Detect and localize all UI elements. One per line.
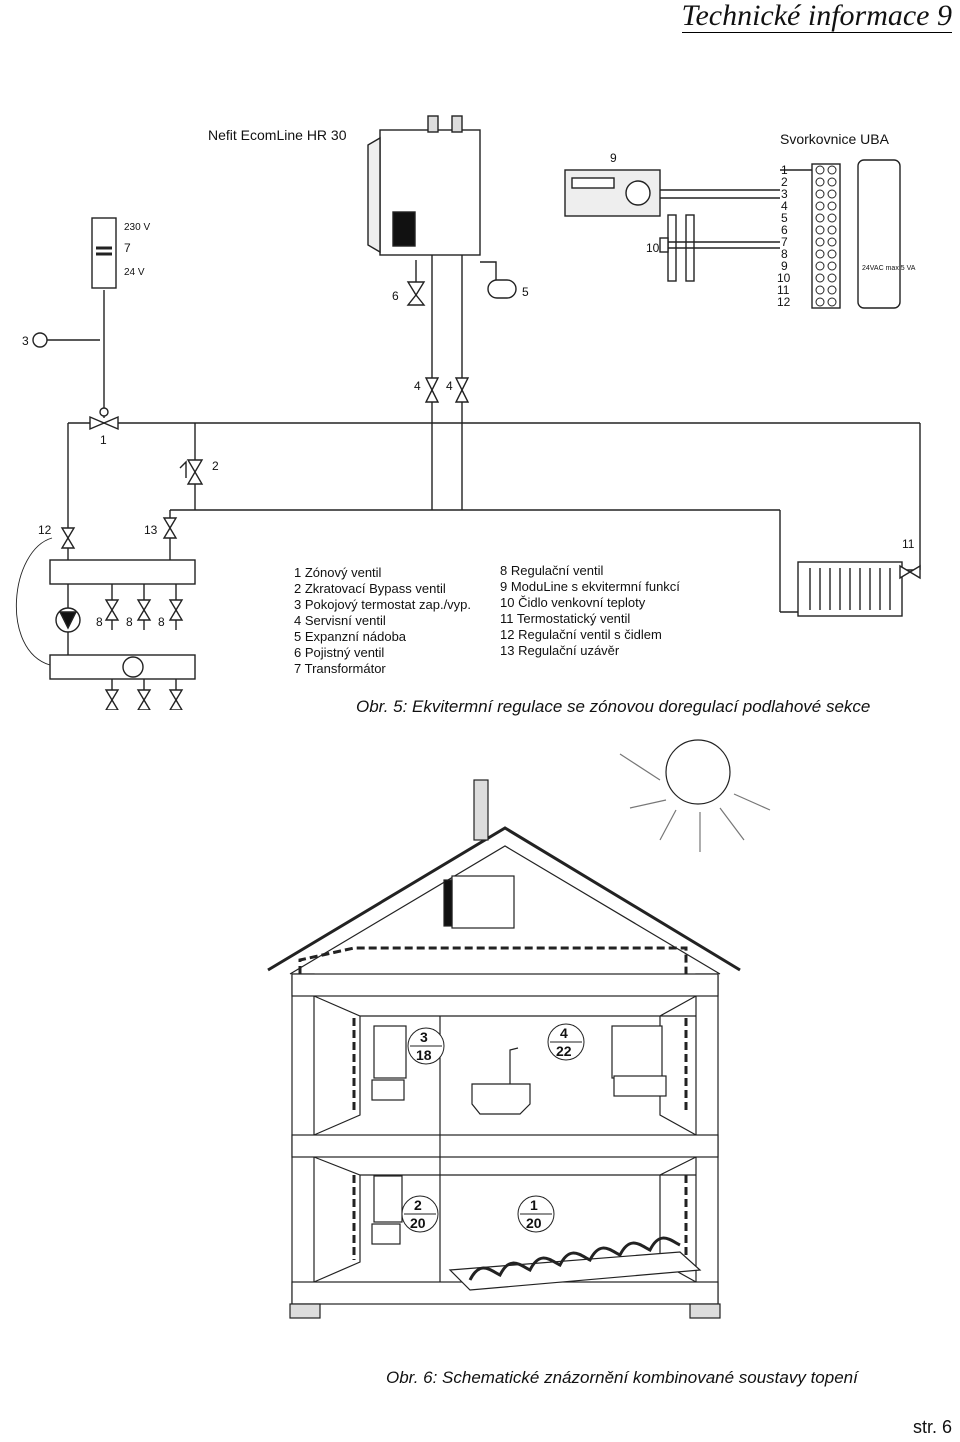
terminal-screws: [815, 165, 837, 307]
flue-pipe: [473, 779, 489, 841]
terminal-strip: [811, 163, 841, 309]
window: [373, 1025, 407, 1079]
legend-item: 3 Pokojový termostat zap./vyp.: [294, 597, 471, 612]
terminal-number: 12: [777, 295, 791, 309]
callout-8: 8: [158, 615, 165, 629]
upper-circuit-valves: [104, 584, 184, 630]
room-temperature: 22: [556, 1043, 572, 1059]
boiler-label: Nefit EcomLine HR 30: [208, 127, 347, 143]
middle-floor: [291, 1134, 719, 1158]
callout-13: 13: [144, 523, 158, 537]
figure-6-caption: Obr. 6: Schematické znázornění kombinova…: [386, 1368, 858, 1387]
room-temperature: 18: [416, 1047, 432, 1063]
room-temperature: 20: [526, 1215, 542, 1231]
expansion-vessel: [487, 279, 517, 299]
window: [611, 1025, 663, 1079]
underfloor-area: [448, 1251, 702, 1291]
schematic-drawing: Nefit EcomLine HR 30 Svorkovnice UBA 230…: [15, 115, 921, 710]
callout-4a: 4: [414, 379, 421, 393]
terminal-number: 5: [781, 211, 788, 225]
room-number: 2: [414, 1197, 422, 1213]
legend-right: 8 Regulační ventil 9 ModuLine s ekviterm…: [500, 563, 680, 658]
legend-left: 1 Zónový ventil 2 Zkratovací Bypass vent…: [294, 565, 471, 676]
legend-item: 1 Zónový ventil: [294, 565, 382, 580]
room-number: 4: [560, 1025, 568, 1041]
page-number: str. 6: [912, 1417, 952, 1437]
window: [373, 1175, 403, 1223]
terminal-number: 11: [777, 283, 790, 297]
bathtub: [471, 1083, 531, 1115]
legend-item: 2 Zkratovací Bypass ventil: [294, 581, 446, 596]
terminal-number: 9: [781, 259, 788, 273]
boiler-flue-1: [427, 115, 439, 133]
lower-circuit-valves: [104, 679, 184, 710]
room-thermostat: [32, 332, 48, 348]
callout-12: 12: [38, 523, 52, 537]
terminal-number: 6: [781, 223, 788, 237]
callout-numbers: 1 2 3 4 4 5 6 7 9 10 11 12 13 8 8 8 8 8 …: [22, 151, 915, 629]
radiator: [371, 1223, 401, 1245]
boiler-side: [367, 136, 381, 254]
legend-item: 8 Regulační ventil: [500, 563, 603, 578]
callout-2: 2: [212, 459, 219, 473]
terminal-panel: [857, 159, 901, 309]
room-badges: 3 18 4 22 2 20 1 20: [401, 1023, 585, 1233]
callout-6: 6: [392, 289, 399, 303]
terminal-title: Svorkovnice UBA: [780, 131, 890, 147]
figure-5-caption: Obr. 5: Ekvitermní regulace se zónovou d…: [356, 697, 871, 716]
figure-6-house: 3 18 4 22 2 20 1 20: [0, 730, 960, 1350]
callout-10: 10: [646, 241, 660, 255]
terminal-number: 3: [781, 187, 788, 201]
terminal-number: 10: [777, 271, 791, 285]
callout-5: 5: [522, 285, 529, 299]
sun-icon: [665, 739, 731, 805]
floor-heating-coil: [468, 1236, 681, 1281]
house-drawing: 3 18 4 22 2 20 1 20: [267, 739, 771, 1319]
figure-5-schematic: Nefit EcomLine HR 30 Svorkovnice UBA 230…: [0, 90, 960, 710]
boiler-flue-2: [451, 115, 463, 133]
callout-7: 7: [124, 241, 131, 255]
terminal-number: 2: [781, 175, 788, 189]
legend-item: 10 Čidlo venkovní teploty: [500, 595, 646, 610]
legend-item: 7 Transformátor: [294, 661, 386, 676]
transformer-low-label: 24 V: [124, 267, 145, 278]
transformer-high-label: 230 V: [124, 222, 150, 233]
callout-9: 9: [610, 151, 617, 165]
terminal-number: 7: [781, 235, 788, 249]
callout-8: 8: [126, 615, 133, 629]
room-number: 3: [420, 1029, 428, 1045]
boiler-display: [392, 211, 416, 247]
terminal-number: 1: [781, 163, 788, 177]
legend-item: 4 Servisní ventil: [294, 613, 386, 628]
radiator: [371, 1079, 405, 1101]
attic-floor: [291, 973, 719, 997]
room-number: 1: [530, 1197, 538, 1213]
callout-8: 8: [96, 615, 103, 629]
callout-1: 1: [100, 433, 107, 447]
legend-item: 6 Pojistný ventil: [294, 645, 384, 660]
callout-3: 3: [22, 334, 29, 348]
manifold-supply: [49, 559, 196, 585]
callout-11: 11: [902, 537, 915, 551]
terminal-number: 8: [781, 247, 788, 261]
legend-item: 11 Termostatický ventil: [500, 611, 630, 626]
boiler: [451, 875, 515, 929]
page-header-title: Technické informace 9: [681, 0, 952, 33]
terminal-numbers: 1 2 3 4 5 6 7 8 9 10 11 12: [777, 163, 791, 309]
roof: [267, 826, 741, 972]
room-temperature: 20: [410, 1215, 426, 1231]
radiator: [613, 1075, 667, 1097]
callout-4b: 4: [446, 379, 453, 393]
terminal-tag: 24VAC max 5 VA: [862, 265, 916, 272]
legend-item: 13 Regulační uzávěr: [500, 643, 620, 658]
terminal-number: 4: [781, 199, 788, 213]
legend-item: 9 ModuLine s ekvitermní funkcí: [500, 579, 680, 594]
legend-item: 5 Expanzní nádoba: [294, 629, 407, 644]
legend-item: 12 Regulační ventil s čidlem: [500, 627, 662, 642]
